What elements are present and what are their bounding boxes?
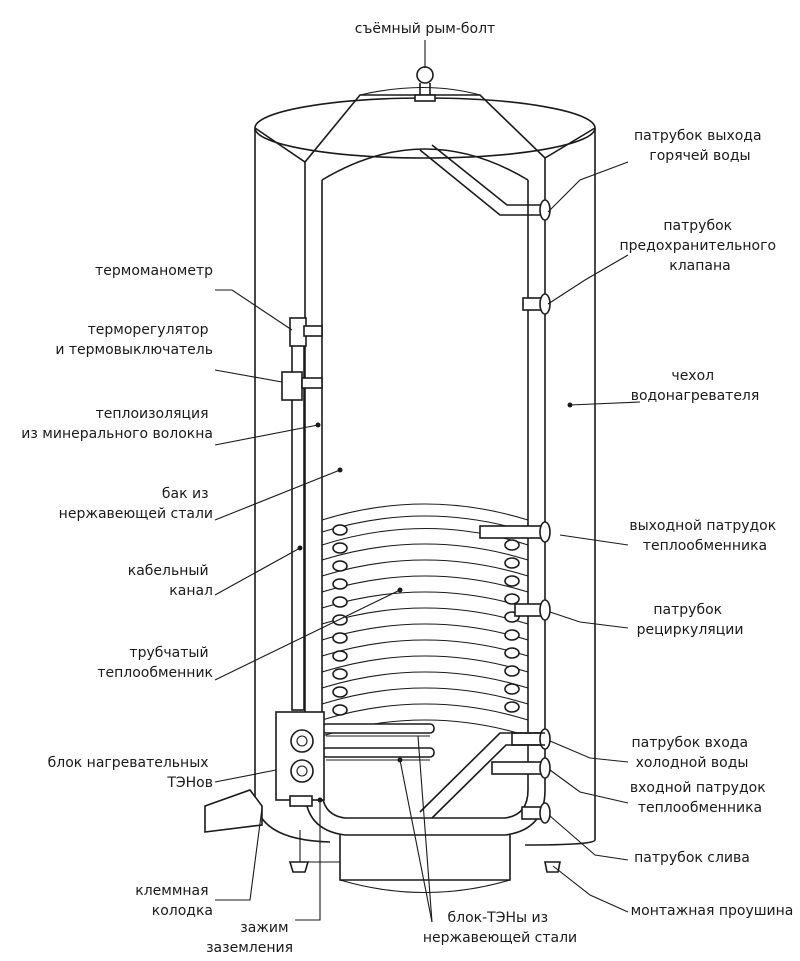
label-heating-elements: блок-ТЭНы из нержавеющей стали bbox=[423, 910, 577, 946]
safety-valve-nozzle bbox=[522, 293, 551, 315]
label-tank: бак из нержавеющей стали bbox=[59, 486, 213, 522]
label-cable-channel: кабельный канал bbox=[128, 563, 213, 599]
label-cold-inlet: патрубок входа холодной воды bbox=[632, 735, 753, 771]
label-insulation: теплоизоляция из минерального волокна bbox=[21, 406, 213, 442]
inner-tank bbox=[299, 148, 546, 894]
label-recirculation: патрубок рециркуляции bbox=[637, 602, 744, 638]
mounting-lugs bbox=[288, 861, 561, 873]
label-safety-valve: патрубок предохранительного клапана bbox=[620, 218, 781, 274]
left-instruments bbox=[281, 317, 323, 711]
heat-exchanger-coil bbox=[321, 503, 529, 737]
label-terminal-block: клеммная колодка bbox=[135, 883, 213, 919]
eyebolt bbox=[414, 66, 436, 102]
label-heater-block: блок нагревательных ТЭНов bbox=[48, 755, 213, 791]
coil-left-ends bbox=[332, 524, 348, 716]
leader-lines bbox=[214, 40, 641, 923]
right-nozzles bbox=[479, 521, 551, 824]
label-eyebolt: съёмный рым-болт bbox=[355, 21, 495, 37]
leader-dots bbox=[297, 402, 573, 803]
label-casing: чехол водонагревателя bbox=[631, 368, 760, 404]
label-hx-inlet: входной патрудок теплообменника bbox=[630, 780, 770, 816]
hot-water-pipe bbox=[419, 144, 551, 221]
coil-right-ends bbox=[504, 539, 520, 713]
label-ground-clamp: зажим заземления bbox=[206, 920, 293, 956]
label-hot-water-outlet: патрубок выхода горячей воды bbox=[634, 128, 766, 164]
label-hx-outlet: выходной патрудок теплообменника bbox=[629, 518, 780, 554]
label-thermomanometer: термоманометр bbox=[95, 263, 213, 279]
label-drain: патрубок слива bbox=[634, 850, 750, 866]
water-heater-illustration bbox=[204, 66, 596, 894]
labels: съёмный рым-болт патрубок выхода горячей… bbox=[21, 21, 793, 956]
label-mounting-lug: монтажная проушина bbox=[631, 903, 794, 919]
heating-elements bbox=[321, 723, 435, 761]
label-tube-heat-exchanger: трубчатый теплообменник bbox=[97, 645, 213, 681]
cold-inlet-pipe bbox=[419, 732, 545, 819]
terminal-block-part bbox=[204, 789, 263, 833]
label-thermostat: терморегулятор и термовыключатель bbox=[55, 322, 213, 358]
heater-block-flange bbox=[275, 711, 325, 807]
